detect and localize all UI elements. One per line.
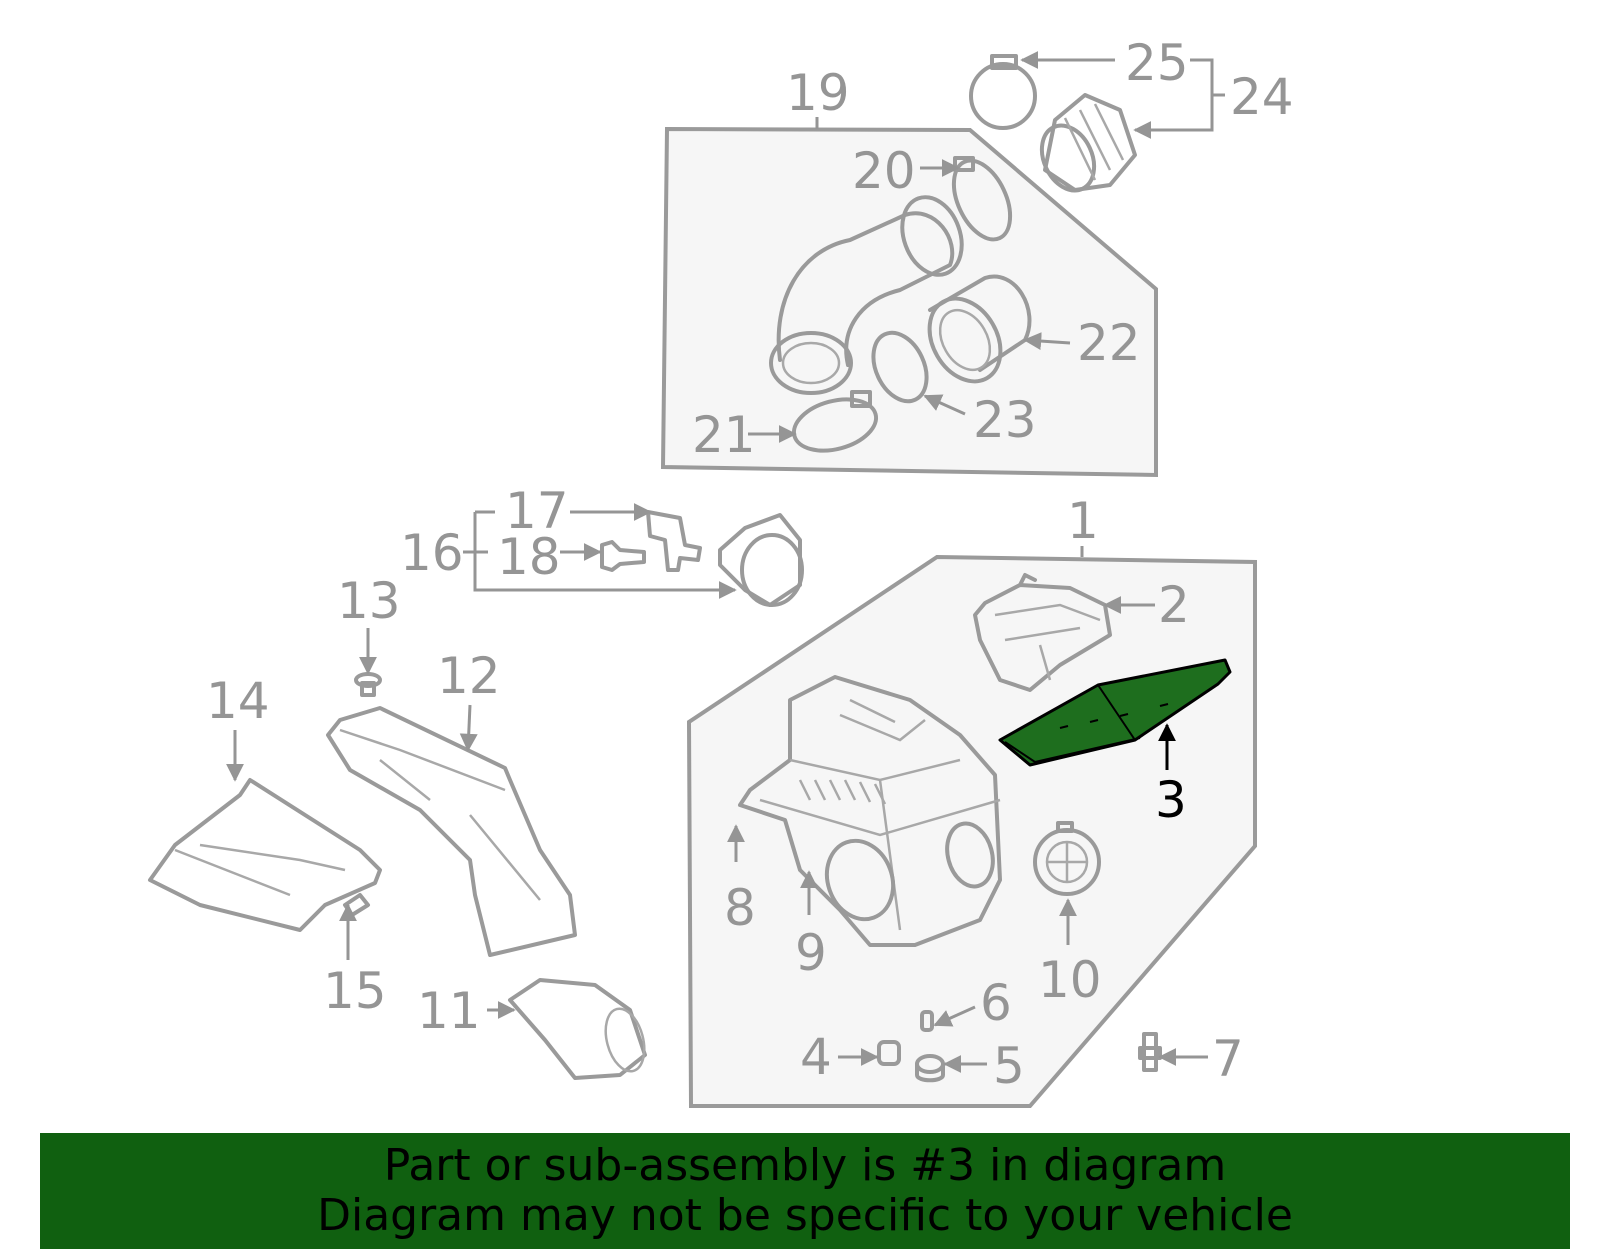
callout-15: 15 — [323, 962, 387, 1020]
callout-5: 5 — [993, 1037, 1025, 1095]
callout-6: 6 — [980, 974, 1012, 1032]
fastener-part-13 — [354, 672, 382, 697]
callout-3: 3 — [1155, 771, 1187, 829]
callout-1: 1 — [1067, 492, 1099, 550]
resonator-part-11 — [508, 978, 647, 1080]
air-scoop-part-14 — [148, 778, 382, 932]
callout-18: 18 — [497, 528, 561, 586]
callout-labels: 1 2 3 4 5 6 7 8 9 10 11 12 13 14 15 16 1… — [206, 34, 1294, 1095]
air-filter-element-part-3 — [998, 658, 1232, 767]
bolt-part-7 — [1138, 1032, 1162, 1072]
panel-group-1 — [686, 554, 1257, 1108]
callout-7: 7 — [1212, 1030, 1244, 1088]
grommet-part-4 — [877, 1040, 901, 1066]
callout-14: 14 — [206, 672, 270, 730]
banner-line-2: Diagram may not be specific to your vehi… — [317, 1190, 1293, 1241]
seal-part-23 — [871, 330, 929, 404]
callout-12: 12 — [437, 647, 501, 705]
grommet-part-5 — [915, 1054, 945, 1083]
intake-hose-part — [769, 195, 964, 395]
callout-2: 2 — [1158, 576, 1190, 634]
callout-13: 13 — [337, 572, 401, 630]
callout-4: 4 — [800, 1028, 832, 1086]
sensor-part-10 — [1033, 821, 1101, 896]
air-cleaner-lower-housing-part-9 — [738, 675, 1002, 947]
callout-22: 22 — [1077, 314, 1141, 372]
info-banner: Part or sub-assembly is #3 in diagram Di… — [40, 1133, 1570, 1249]
mass-airflow-sensor-part-16 — [718, 513, 804, 607]
callout-23: 23 — [973, 391, 1037, 449]
callout-9: 9 — [795, 924, 827, 982]
callout-8: 8 — [724, 879, 756, 937]
callout-25: 25 — [1125, 34, 1189, 92]
banner-line-1: Part or sub-assembly is #3 in diagram — [383, 1140, 1227, 1191]
callout-24: 24 — [1230, 68, 1294, 126]
pin-part-6 — [920, 1010, 934, 1032]
callout-11: 11 — [417, 982, 481, 1040]
callout-19: 19 — [786, 64, 850, 122]
clamp-part-25 — [969, 54, 1037, 130]
callout-20: 20 — [852, 142, 916, 200]
callout-21: 21 — [692, 406, 756, 464]
bracket-part-17 — [646, 510, 702, 572]
screw-part-18 — [600, 540, 646, 572]
intake-duct-part-12 — [326, 706, 577, 957]
air-cleaner-cover-part-2 — [973, 573, 1112, 692]
callout-17: 17 — [505, 482, 569, 540]
callout-10: 10 — [1038, 951, 1102, 1009]
leader-lines — [226, 51, 1225, 1073]
sensor-housing-part-24 — [1039, 93, 1137, 193]
callout-16: 16 — [400, 524, 464, 582]
